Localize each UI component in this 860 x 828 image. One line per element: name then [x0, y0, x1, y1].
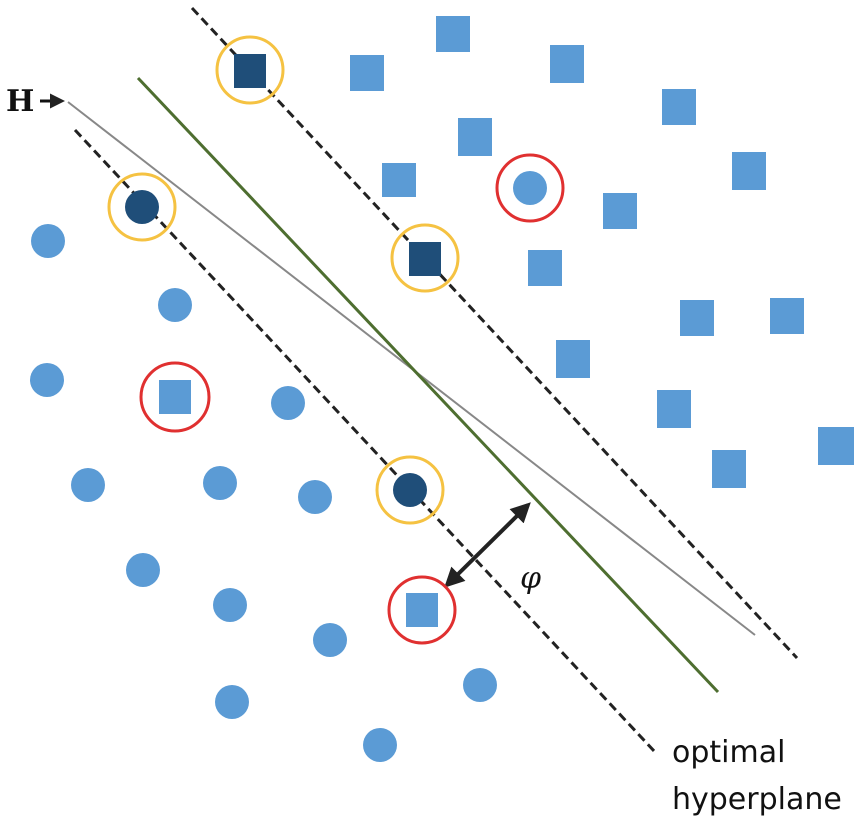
support-vector-square: [234, 54, 266, 88]
circle-point: [71, 468, 105, 502]
square-point: [603, 193, 637, 229]
support-vector-circle: [125, 190, 159, 224]
square-point: [528, 250, 562, 286]
optimal-hyperplane-line: [136, 76, 720, 694]
circle-point: [30, 363, 64, 397]
square-point: [712, 450, 746, 488]
square-point: [770, 298, 804, 334]
square-point: [350, 55, 384, 91]
lines: [67, 6, 799, 754]
square-point: [662, 89, 696, 125]
square-point: [818, 427, 854, 465]
misclassified-circle: [513, 171, 547, 205]
square-point: [550, 45, 584, 83]
square-class-points: [350, 16, 854, 488]
circle-point: [158, 288, 192, 322]
misclassified-ring: [387, 575, 457, 645]
misclassified-square: [159, 380, 191, 414]
label-hyperplane: hyperplane: [672, 782, 842, 817]
circle-point: [271, 386, 305, 420]
square-point: [680, 300, 714, 336]
label-h: H: [6, 84, 34, 119]
label-phi: φ: [520, 561, 541, 596]
support-vector-circle: [393, 473, 427, 507]
misclassified-ring: [139, 361, 211, 433]
misclassified-points: [139, 153, 565, 645]
circle-point: [203, 466, 237, 500]
square-point: [382, 163, 416, 197]
support-vector-square: [409, 242, 441, 276]
circle-point: [213, 588, 247, 622]
square-point: [657, 390, 691, 428]
circle-point: [313, 623, 347, 657]
support-vectors: [107, 35, 460, 525]
upper-margin-line: [190, 6, 799, 660]
label-optimal: optimal: [672, 735, 785, 770]
square-point: [556, 340, 590, 378]
support-ring: [375, 455, 445, 525]
circle-point: [31, 224, 65, 258]
circle-point: [363, 728, 397, 762]
square-point: [732, 152, 766, 190]
support-ring: [215, 35, 285, 105]
circle-class-points: [30, 224, 497, 762]
circle-point: [463, 668, 497, 702]
misclassified-square: [406, 593, 438, 627]
circle-point: [298, 480, 332, 514]
square-point: [436, 16, 470, 52]
circle-point: [215, 685, 249, 719]
support-ring: [107, 172, 177, 242]
lower-margin-line: [73, 128, 657, 754]
square-point: [458, 118, 492, 156]
misclassified-ring: [495, 153, 565, 223]
margin-arrow: [444, 502, 531, 588]
support-ring: [390, 223, 460, 293]
circle-point: [126, 553, 160, 587]
